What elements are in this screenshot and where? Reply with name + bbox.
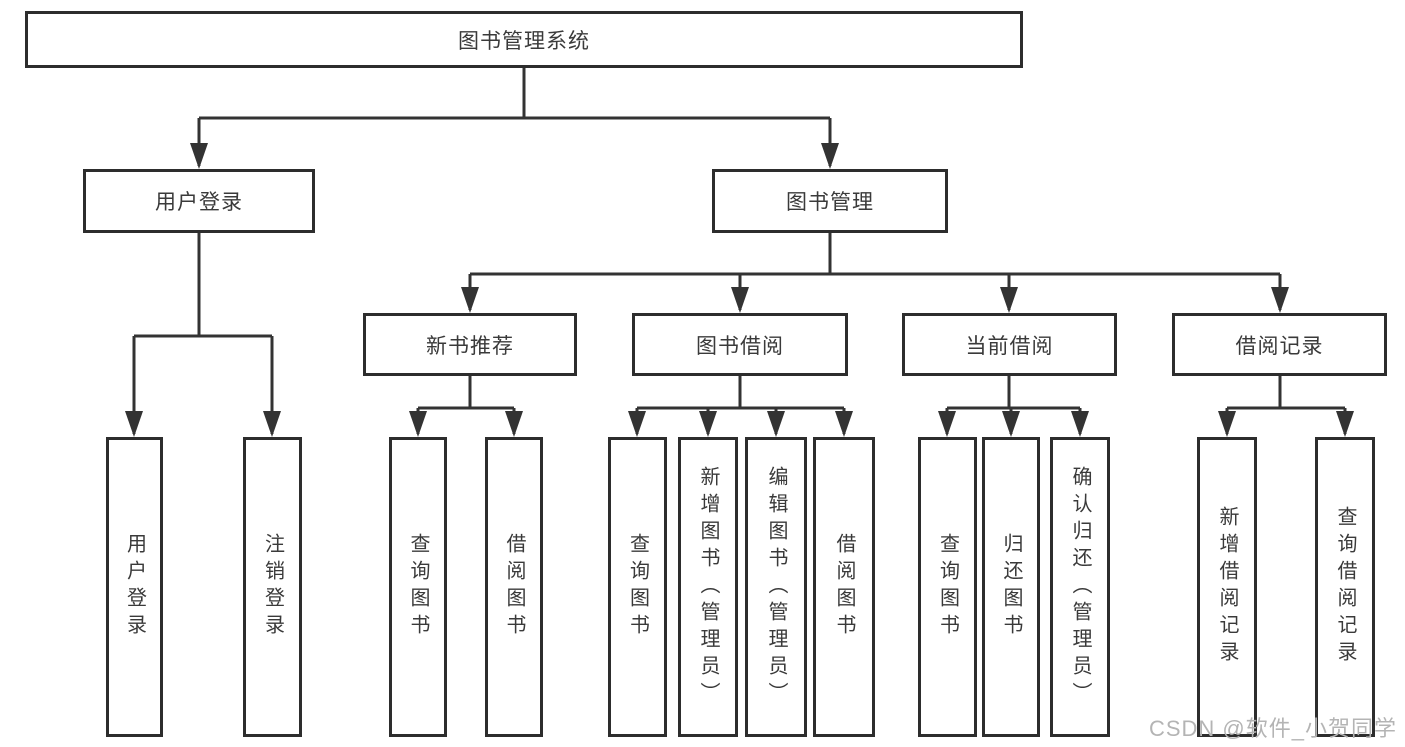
node-label: 查询借阅记录 <box>1334 506 1356 668</box>
node-label: 查询图书 <box>407 533 429 641</box>
node-label: 当前借阅 <box>965 334 1054 358</box>
leaf-query-books-recommendation: 查询图书 <box>389 437 447 737</box>
node-book-management: 图书管理 <box>712 169 948 233</box>
node-label: 图书借阅 <box>696 334 784 358</box>
node-library-management-system: 图书管理系统 <box>25 11 1023 68</box>
node-label: 确认归还（管理员） <box>1069 465 1091 709</box>
node-label: 查询图书 <box>626 533 649 641</box>
node-label: 借阅图书 <box>833 533 855 641</box>
node-label: 图书管理 <box>786 191 874 214</box>
node-user-login: 用户登录 <box>83 169 315 233</box>
leaf-borrow-books-recommendation: 借阅图书 <box>485 437 543 737</box>
leaf-query-books-current: 查询图书 <box>918 437 977 737</box>
leaf-confirm-return-admin: 确认归还（管理员） <box>1050 437 1110 737</box>
node-label: 新增图书（管理员） <box>697 465 719 709</box>
leaf-add-borrowing-record: 新增借阅记录 <box>1197 437 1257 737</box>
node-current-borrowing: 当前借阅 <box>902 313 1117 376</box>
node-label: 图书管理系统 <box>458 29 590 53</box>
leaf-return-books: 归还图书 <box>982 437 1040 737</box>
node-label: 注销登录 <box>261 533 284 641</box>
node-label: 用户登录 <box>123 533 146 641</box>
csdn-watermark: CSDN @软件_小贺同学 <box>1148 716 1397 741</box>
node-new-book-recommendation: 新书推荐 <box>363 313 577 376</box>
node-borrowing-records: 借阅记录 <box>1172 313 1387 376</box>
node-label: 编辑图书（管理员） <box>765 465 787 709</box>
node-book-borrowing: 图书借阅 <box>632 313 848 376</box>
node-label: 查询图书 <box>936 533 959 641</box>
leaf-logout: 注销登录 <box>243 437 302 737</box>
leaf-add-books-admin: 新增图书（管理员） <box>678 437 738 737</box>
arrowheads <box>125 143 1354 437</box>
node-label: 新书推荐 <box>426 334 514 358</box>
leaf-query-borrowing-record: 查询借阅记录 <box>1315 437 1375 737</box>
node-label: 借阅图书 <box>503 533 525 641</box>
leaf-query-books-borrowing: 查询图书 <box>608 437 667 737</box>
leaf-user-login: 用户登录 <box>106 437 163 737</box>
node-label: 用户登录 <box>155 191 243 214</box>
node-label: 借阅记录 <box>1235 334 1324 358</box>
node-label: 归还图书 <box>1000 533 1022 641</box>
node-label: 新增借阅记录 <box>1216 506 1238 668</box>
leaf-borrow-books: 借阅图书 <box>813 437 875 737</box>
leaf-edit-books-admin: 编辑图书（管理员） <box>745 437 807 737</box>
